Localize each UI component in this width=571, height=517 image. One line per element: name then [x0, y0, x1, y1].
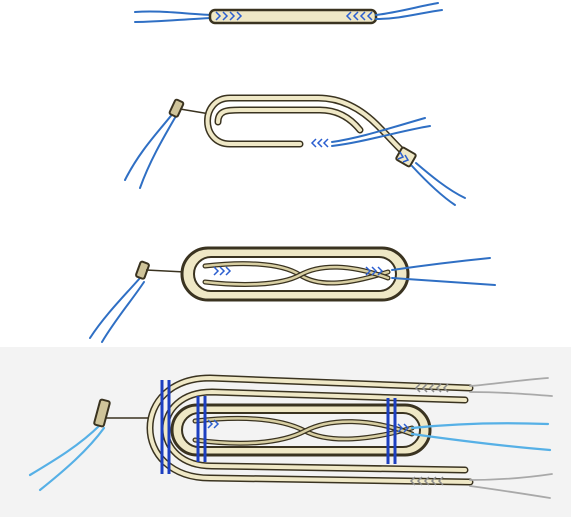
stage-2-first-fold [125, 98, 465, 205]
stage-2-end-tab [169, 99, 184, 117]
stage-4-middle-cord-a [412, 423, 548, 428]
stage-1-left-cord-lower [135, 18, 212, 22]
stage-3-figure-eight [90, 248, 495, 342]
stage-2-chevrons-left [312, 139, 328, 147]
stage-4-left-cord-a [30, 425, 100, 475]
stage-1-straight-strap [135, 3, 442, 23]
stage-4-lower-cord-a [470, 474, 552, 480]
stage-3-tab-connector [146, 270, 185, 272]
stage-3-left-cord-b [102, 282, 144, 342]
stage-4-upper-cord-a [470, 378, 548, 386]
stage-2-left-cord-a [125, 112, 174, 180]
stage-2-right-cord-a [412, 166, 455, 205]
stage-4-lower-cord-b [470, 486, 550, 498]
stage-1-strap [210, 10, 376, 23]
stage-4-left-cord-b [40, 428, 104, 490]
stage-3-left-cord-a [90, 278, 140, 338]
stage-1-left-cord-upper [135, 11, 212, 15]
stage-4-end-tab [94, 399, 110, 427]
stage-4-middle-cord-b [412, 434, 550, 450]
stage-4-upper-cord-b [470, 392, 552, 396]
stage-2-left-cord-b [140, 116, 176, 188]
stage-1-right-cord-upper [376, 3, 438, 15]
stage-4-final-wrap [30, 378, 552, 498]
